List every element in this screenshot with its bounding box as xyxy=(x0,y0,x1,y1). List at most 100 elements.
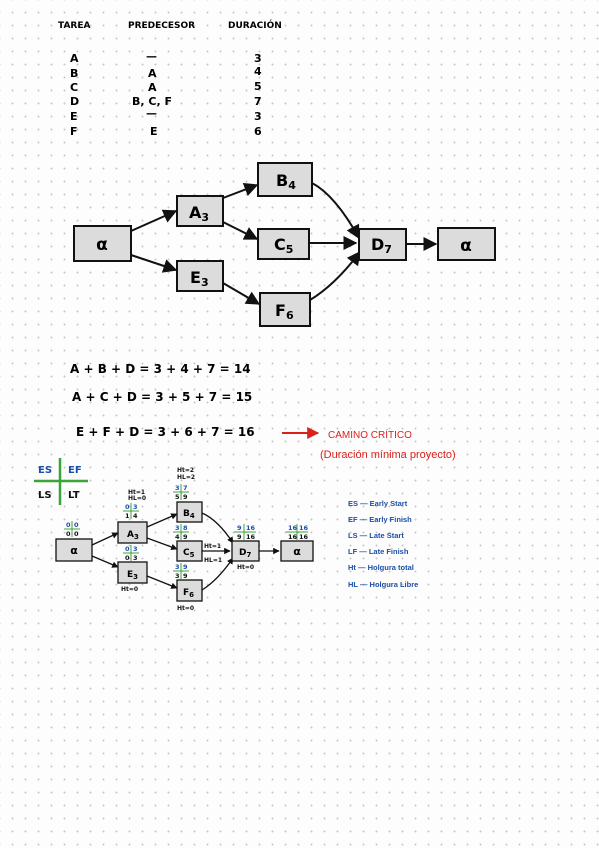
key-es: ES xyxy=(38,465,52,476)
legend-item: LS — Late Start xyxy=(348,531,404,540)
small-node-c xyxy=(176,540,203,562)
task-table: TAREA PREDECESOR DURACIÓN A — 3 B A 4 C … xyxy=(58,19,282,138)
slack-c-free: HL=1 xyxy=(204,557,222,564)
es-value: 0 xyxy=(66,521,71,529)
small-node-b-duration: 4 xyxy=(190,512,195,520)
dur-cell: 5 xyxy=(254,80,262,93)
node-d-label: D xyxy=(371,235,384,254)
key-ef: EF xyxy=(68,465,82,476)
node-e-label: E xyxy=(190,268,201,287)
slack-b-total: Ht=2 xyxy=(177,467,194,474)
legend-item: EF — Early Finish xyxy=(348,515,412,524)
svg-text:F6: F6 xyxy=(183,588,194,599)
lf-value: 3 xyxy=(133,554,138,562)
node-c: C5 xyxy=(257,228,310,260)
es-value: 9 xyxy=(237,524,242,532)
edge-b-d xyxy=(311,182,360,240)
critical-path-callout: CAMINO CRÍTICO (Duración mínima proyecto… xyxy=(282,427,456,461)
pred-cell: A xyxy=(148,67,157,80)
node-f-label: F xyxy=(275,301,286,320)
network-diagram xyxy=(130,182,438,305)
pred-cell: — xyxy=(146,50,157,63)
legend: ES — Early Start EF — Early Finish LS — … xyxy=(348,499,418,589)
node-end-label: α xyxy=(460,236,472,256)
small-network-edges xyxy=(91,512,280,591)
times-f: 3 9 3 9 xyxy=(173,563,189,580)
es-value: 0 xyxy=(125,545,130,553)
times-end: 16 16 16 16 xyxy=(286,524,309,541)
ef-value: 0 xyxy=(74,521,79,529)
ef-value: 9 xyxy=(183,563,188,571)
small-node-b xyxy=(176,501,203,523)
small-node-d-duration: 7 xyxy=(246,551,251,559)
node-start: α xyxy=(73,225,132,262)
slack-annotations: Ht=1 HL=0 Ht=2 HL=2 Ht=1 HL=1 Ht=0 Ht=0 … xyxy=(121,467,254,612)
path-acd: A + C + D = 3 + 5 + 7 = 15 xyxy=(72,390,252,404)
edge-f-d xyxy=(309,250,361,301)
es-value: 0 xyxy=(125,503,130,511)
cell-key: ES EF LS LT xyxy=(34,458,88,505)
legend-item: HL — Holgura Libre xyxy=(348,580,418,589)
node-d: D7 xyxy=(358,228,407,261)
svg-text:F6: F6 xyxy=(275,301,294,322)
times-d: 9 16 9 16 xyxy=(234,524,256,541)
edge-start-a xyxy=(130,209,178,232)
small-node-e-label: E xyxy=(127,570,133,580)
ls-value: 1 xyxy=(125,512,130,520)
ls-value: 0 xyxy=(125,554,130,562)
path-abd: A + B + D = 3 + 4 + 7 = 14 xyxy=(70,362,251,376)
node-a-label: A xyxy=(189,203,202,222)
lf-value: 9 xyxy=(183,533,188,541)
small-node-c-duration: 5 xyxy=(190,551,195,559)
dur-cell: 4 xyxy=(254,65,262,78)
node-e: E3 xyxy=(176,260,224,292)
dur-cell: 3 xyxy=(254,110,262,123)
legend-item: Ht — Holgura total xyxy=(348,563,414,572)
small-node-a-duration: 3 xyxy=(134,533,139,541)
es-value: 3 xyxy=(175,484,180,492)
node-b: B4 xyxy=(257,162,313,197)
task-cell: C xyxy=(70,81,78,94)
path-sums: A + B + D = 3 + 4 + 7 = 14 A + C + D = 3… xyxy=(70,362,255,439)
task-cell: F xyxy=(70,125,78,138)
header-tarea: TAREA xyxy=(58,21,90,31)
small-node-f-label: F xyxy=(183,588,189,598)
ls-value: 0 xyxy=(66,530,71,538)
lf-value: 16 xyxy=(299,533,309,541)
lf-value: 9 xyxy=(183,493,188,501)
pred-cell: B, C, F xyxy=(132,95,172,108)
small-network-nodes: α A3 B4 C5 E3 F6 D7 α xyxy=(55,501,314,602)
slack-d-total: Ht=0 xyxy=(237,564,254,571)
node-d-duration: 7 xyxy=(384,243,392,256)
small-node-start xyxy=(55,538,93,562)
edge-a-b xyxy=(222,182,259,199)
ls-value: 3 xyxy=(175,572,180,580)
small-node-start-label: α xyxy=(70,544,78,557)
ef-value: 16 xyxy=(299,524,309,532)
node-start-label: α xyxy=(96,235,108,255)
pred-cell: A xyxy=(148,81,157,94)
dur-cell: 3 xyxy=(254,52,262,65)
slack-b-free: HL=2 xyxy=(177,474,195,481)
critical-label: CAMINO CRÍTICO xyxy=(328,428,412,441)
small-node-end-label: α xyxy=(293,545,301,558)
header-predecesor: PREDECESOR xyxy=(128,21,195,31)
svg-text:D7: D7 xyxy=(239,548,251,559)
edge-a-c xyxy=(222,221,259,240)
critical-note: (Duración mínima proyecto) xyxy=(320,449,456,461)
node-f-duration: 6 xyxy=(286,309,294,322)
svg-text:D7: D7 xyxy=(371,235,392,256)
dur-cell: 7 xyxy=(254,95,262,108)
edge-e-f xyxy=(222,282,261,305)
network-nodes: α A3 B4 C5 E3 F6 D7 α xyxy=(73,162,496,327)
lf-value: 4 xyxy=(133,512,138,520)
ls-value: 9 xyxy=(237,533,242,541)
es-value: 3 xyxy=(175,524,180,532)
key-lt: LT xyxy=(68,490,80,501)
times-c: 3 8 4 9 xyxy=(173,524,189,541)
ef-value: 3 xyxy=(133,545,138,553)
slack-c-total: Ht=1 xyxy=(204,543,221,550)
ls-value: 5 xyxy=(175,493,180,501)
lf-value: 16 xyxy=(246,533,256,541)
